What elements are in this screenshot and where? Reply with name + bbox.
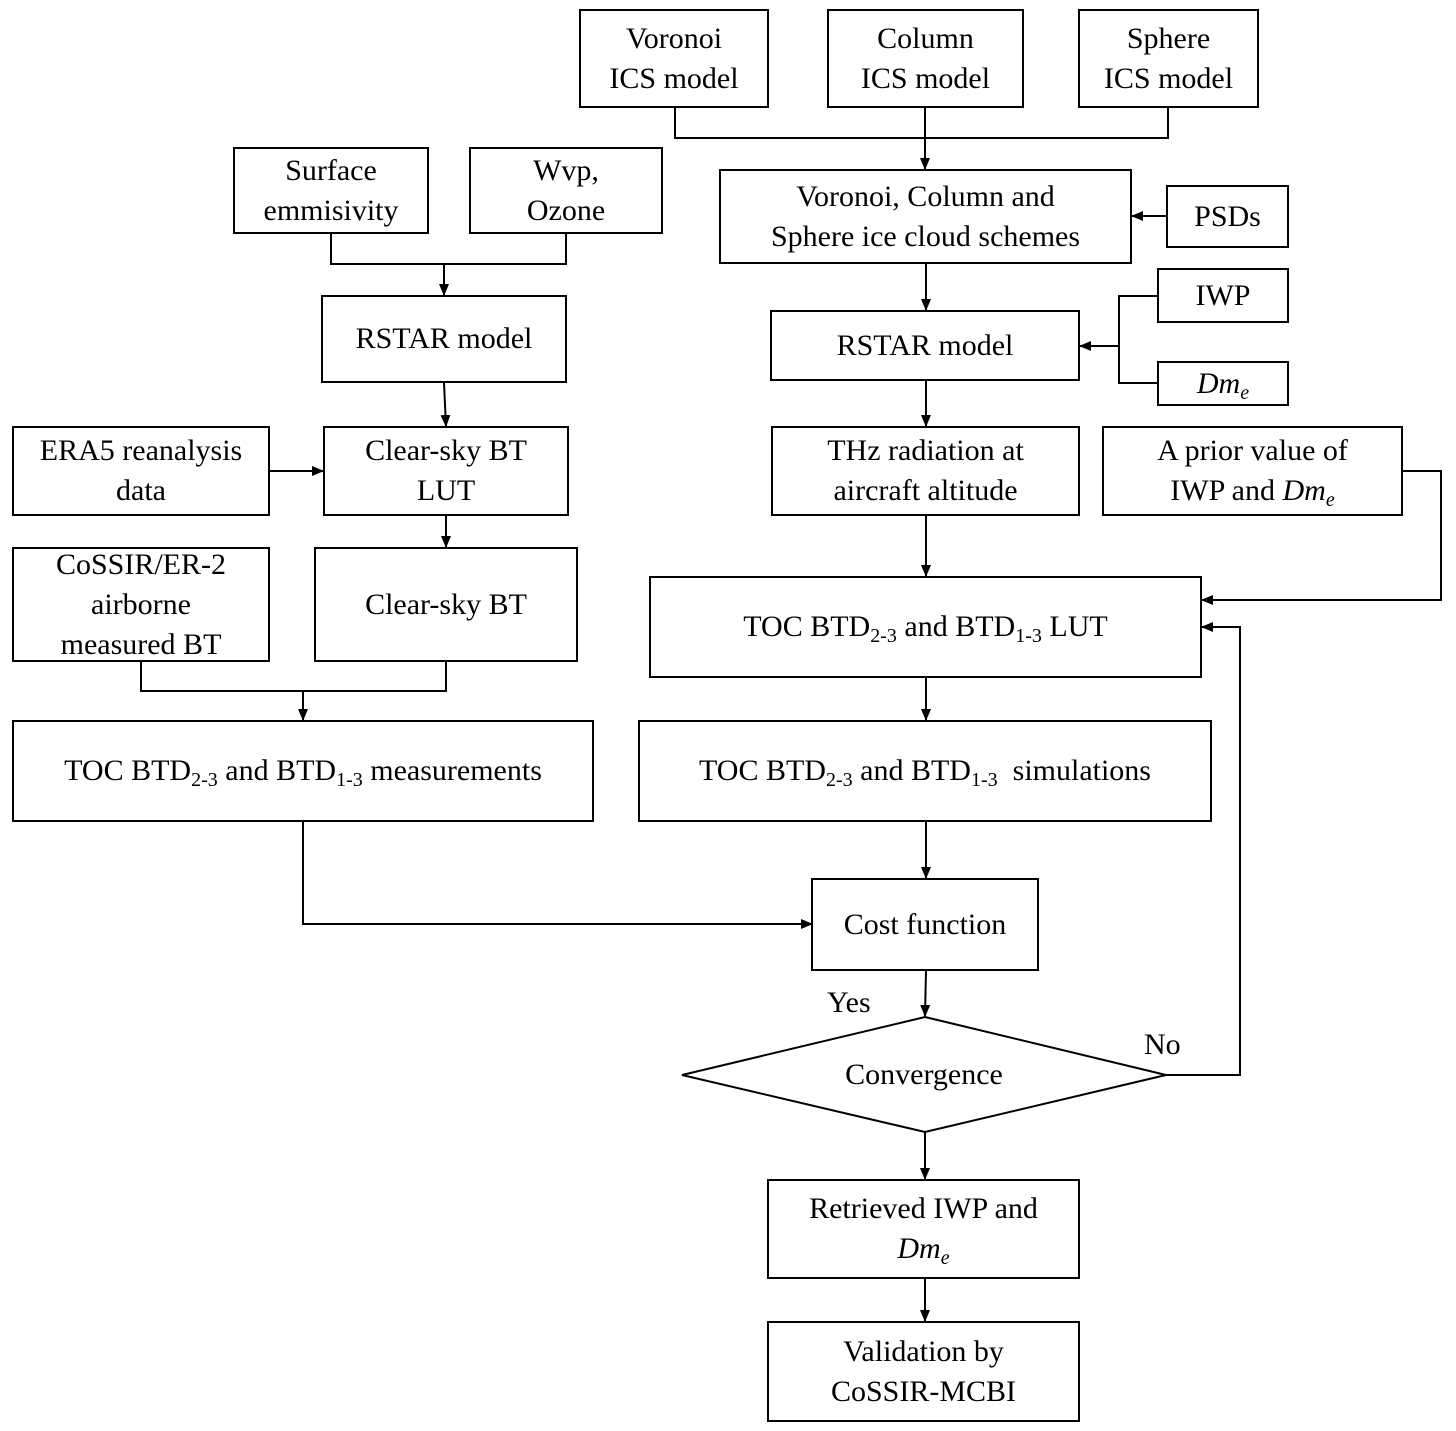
yes-label: Yes [827, 986, 871, 1019]
edge-no-loop [1166, 622, 1241, 1076]
no-label: No [1144, 1028, 1181, 1061]
surface-emmisivity-box: Surface emmisivity [233, 147, 429, 234]
edge-voronoi-merge [674, 108, 1169, 139]
edge-iwp-dme-merge [1118, 295, 1158, 384]
toc-simulations-box: TOC BTD2-3 and BTD1-3 simulations [638, 720, 1212, 822]
edge-rstar-to-clear-lut [440, 382, 451, 427]
era5-reanalysis-box: ERA5 reanalysis data [12, 426, 270, 516]
dme-box: Dme [1157, 361, 1289, 406]
rstar-model-right-box: RSTAR model [770, 310, 1080, 381]
cost-function-box: Cost function [811, 878, 1039, 971]
iwp-box: IWP [1157, 268, 1289, 323]
clear-sky-lut-box: Clear-sky BT LUT [323, 426, 569, 516]
convergence-label: Convergence [845, 1057, 1003, 1091]
cossir-measured-bt-box: CoSSIR/ER-2 airborne measured BT [12, 547, 270, 662]
ice-cloud-schemes-box: Voronoi, Column and Sphere ice cloud sch… [719, 169, 1132, 264]
edge-surface-wvp-merge [330, 233, 567, 265]
toc-lut-box: TOC BTD2-3 and BTD1-3 LUT [649, 576, 1202, 678]
edge-cossir-clear-merge [140, 661, 447, 692]
validation-box: Validation by CoSSIR-MCBI [767, 1321, 1080, 1422]
toc-measurements-box: TOC BTD2-3 and BTD1-3 measurements [12, 720, 594, 822]
edge-cost-to-convergence [920, 969, 931, 1017]
voronoi-ics-model-box: Voronoi ICS model [579, 9, 769, 108]
edge-measurements-to-cost [302, 822, 813, 929]
psds-box: PSDs [1166, 185, 1289, 248]
clear-sky-bt-box: Clear-sky BT [314, 547, 578, 662]
wvp-ozone-box: Wvp, Ozone [469, 147, 663, 234]
prior-value-box: A prior value of IWP and Dme [1102, 426, 1403, 516]
retrieved-iwp-dme-box: Retrieved IWP and Dme [767, 1179, 1080, 1279]
column-ics-model-box: Column ICS model [827, 9, 1024, 108]
thz-radiation-box: THz radiation at aircraft altitude [771, 426, 1080, 516]
rstar-model-left-box: RSTAR model [321, 295, 567, 383]
sphere-ics-model-box: Sphere ICS model [1078, 9, 1259, 108]
